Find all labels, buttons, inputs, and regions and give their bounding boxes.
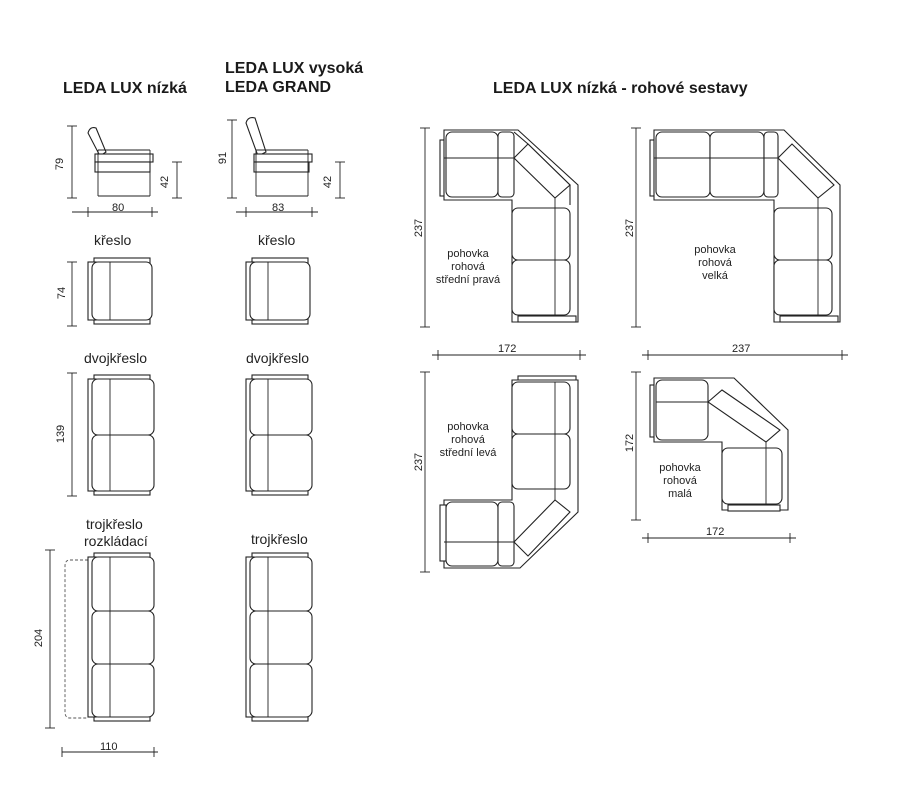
side-view-high-chair — [227, 117, 345, 217]
dim-corner-b-height: 237 — [624, 218, 637, 238]
corner-b-line-2: rohová — [698, 257, 732, 269]
top-view-low-kreslo — [67, 257, 153, 327]
heading-leda-lux-high: LEDA LUX vysoká — [225, 60, 364, 77]
corner-sofa-d-drawing — [631, 371, 796, 543]
label-high-kreslo: křeslo — [258, 232, 296, 248]
heading-corner-sets: LEDA LUX nízká - rohové sestavy — [493, 80, 748, 97]
corner-sofa-b-drawing — [631, 127, 848, 360]
dim-low-side-width: 80 — [112, 202, 125, 214]
top-view-high-trojkreslo — [245, 552, 313, 722]
dim-corner-a-width: 172 — [498, 343, 517, 355]
dim-high-side-width: 83 — [272, 202, 285, 214]
corner-d-line-1: pohovka — [659, 462, 701, 474]
label-low-trojkreslo-folding: rozkládací — [84, 533, 148, 549]
corner-a-line-3: střední pravá — [435, 274, 501, 286]
top-view-low-dvojkreslo — [67, 372, 155, 497]
corner-sofa-a-drawing — [420, 127, 586, 360]
label-low-trojkreslo: trojkřeslo — [86, 516, 143, 532]
corner-d-line-2: rohová — [663, 475, 697, 487]
corner-a-line-2: rohová — [451, 261, 485, 273]
corner-c-line-2: rohová — [451, 434, 485, 446]
label-low-dvojkreslo: dvojkřeslo — [84, 350, 148, 366]
dim-high-side-height: 91 — [217, 151, 230, 165]
side-view-low-chair — [67, 125, 182, 217]
corner-b-line-3: velká — [702, 270, 728, 282]
top-view-high-kreslo — [245, 257, 311, 325]
top-view-high-dvojkreslo — [245, 374, 313, 496]
corner-c-caption: pohovka rohová střední levá — [418, 421, 518, 460]
dim-corner-d-height: 172 — [624, 433, 637, 453]
dim-low-trojkreslo-length: 204 — [33, 628, 46, 648]
corner-d-line-3: malá — [668, 488, 692, 500]
heading-leda-lux-low: LEDA LUX nízká — [63, 80, 187, 97]
corner-a-caption: pohovka rohová střední pravá — [418, 248, 518, 287]
dim-low-trojkreslo-width: 110 — [100, 741, 118, 753]
top-view-low-trojkreslo — [45, 549, 158, 757]
label-low-kreslo: křeslo — [94, 232, 132, 248]
dim-corner-b-width: 237 — [732, 343, 751, 355]
dim-low-kreslo-depth: 74 — [56, 286, 69, 300]
corner-b-line-1: pohovka — [694, 244, 736, 256]
dim-low-side-height: 79 — [54, 157, 67, 171]
corner-d-caption: pohovka rohová malá — [630, 462, 730, 501]
dim-low-dvojkreslo-length: 139 — [55, 424, 68, 444]
dim-corner-a-height: 237 — [413, 218, 426, 238]
label-high-dvojkreslo: dvojkřeslo — [246, 350, 310, 366]
dim-low-seat-height: 42 — [159, 175, 172, 189]
heading-leda-grand: LEDA GRAND — [225, 79, 332, 96]
dim-corner-d-width: 172 — [706, 526, 725, 538]
corner-a-line-1: pohovka — [447, 248, 489, 260]
corner-sofa-c-drawing — [420, 371, 579, 573]
label-high-trojkreslo: trojkřeslo — [251, 531, 308, 547]
dim-high-seat-height: 42 — [322, 175, 335, 189]
corner-c-line-3: střední levá — [439, 447, 497, 459]
corner-b-caption: pohovka rohová velká — [665, 244, 765, 283]
corner-c-line-1: pohovka — [447, 421, 489, 433]
